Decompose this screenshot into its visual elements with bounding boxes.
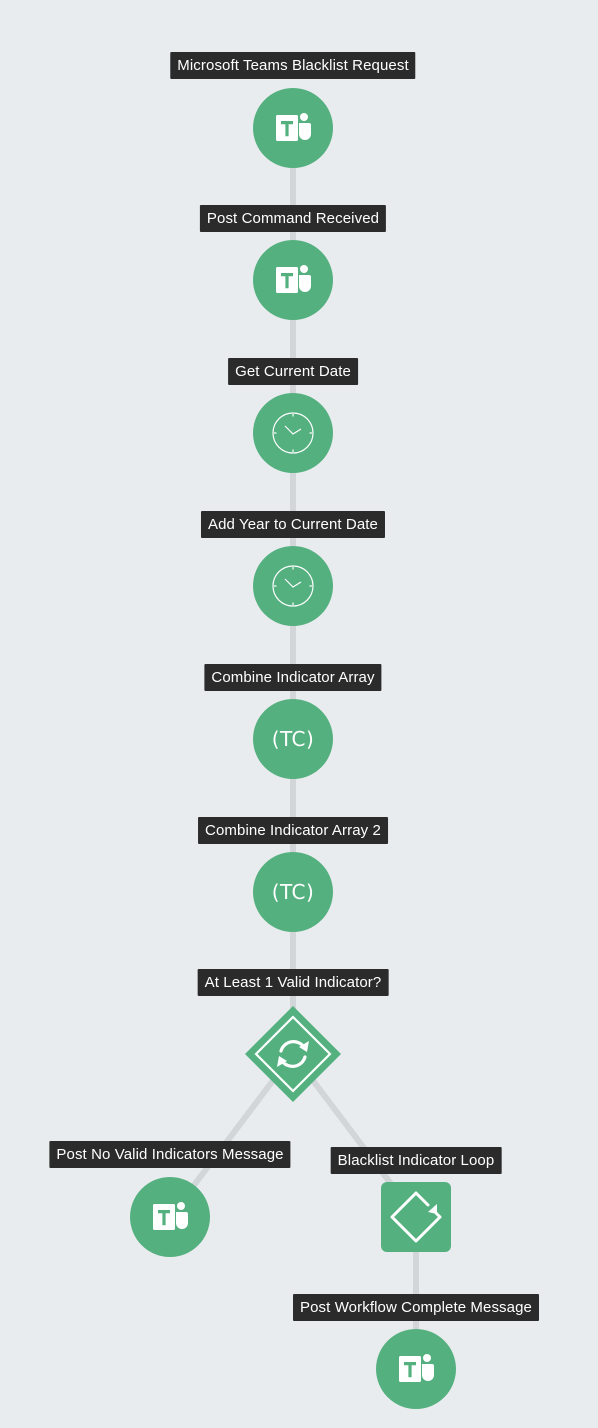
node-post-command[interactable]	[253, 240, 333, 320]
node-teams-request[interactable]	[253, 88, 333, 168]
node-label-get-date[interactable]: Get Current Date	[228, 358, 358, 385]
teams-icon	[276, 265, 311, 293]
sync-icon	[279, 1040, 307, 1068]
node-label-post-no-valid[interactable]: Post No Valid Indicators Message	[49, 1141, 291, 1168]
node-get-date[interactable]	[253, 393, 333, 473]
node-combine-array-2[interactable]: (TC)	[253, 852, 333, 932]
node-post-no-valid[interactable]	[130, 1177, 210, 1257]
teams-icon	[399, 1354, 434, 1382]
decision-diamond-icon	[245, 1006, 341, 1102]
node-label-blacklist-loop[interactable]: Blacklist Indicator Loop	[330, 1147, 502, 1174]
node-label-post-command[interactable]: Post Command Received	[199, 205, 387, 232]
node-valid-check[interactable]	[243, 1004, 343, 1104]
node-post-complete[interactable]	[376, 1329, 456, 1409]
clock-icon	[272, 412, 314, 454]
node-label-combine-array-2[interactable]: Combine Indicator Array 2	[198, 817, 388, 844]
clock-icon	[272, 565, 314, 607]
node-add-year[interactable]	[253, 546, 333, 626]
node-label-add-year[interactable]: Add Year to Current Date	[200, 511, 386, 538]
teams-icon	[153, 1202, 188, 1230]
node-combine-array[interactable]: (TC)	[253, 699, 333, 779]
node-label-combine-array[interactable]: Combine Indicator Array	[204, 664, 382, 691]
node-label-post-complete[interactable]: Post Workflow Complete Message	[293, 1294, 539, 1321]
node-blacklist-loop[interactable]	[381, 1182, 451, 1252]
teams-icon	[276, 113, 311, 141]
tc-icon: (TC)	[271, 880, 315, 904]
loop-icon	[390, 1191, 442, 1243]
node-label-valid-check[interactable]: At Least 1 Valid Indicator?	[197, 969, 389, 996]
node-label-teams-request[interactable]: Microsoft Teams Blacklist Request	[170, 52, 416, 79]
tc-icon: (TC)	[271, 727, 315, 751]
